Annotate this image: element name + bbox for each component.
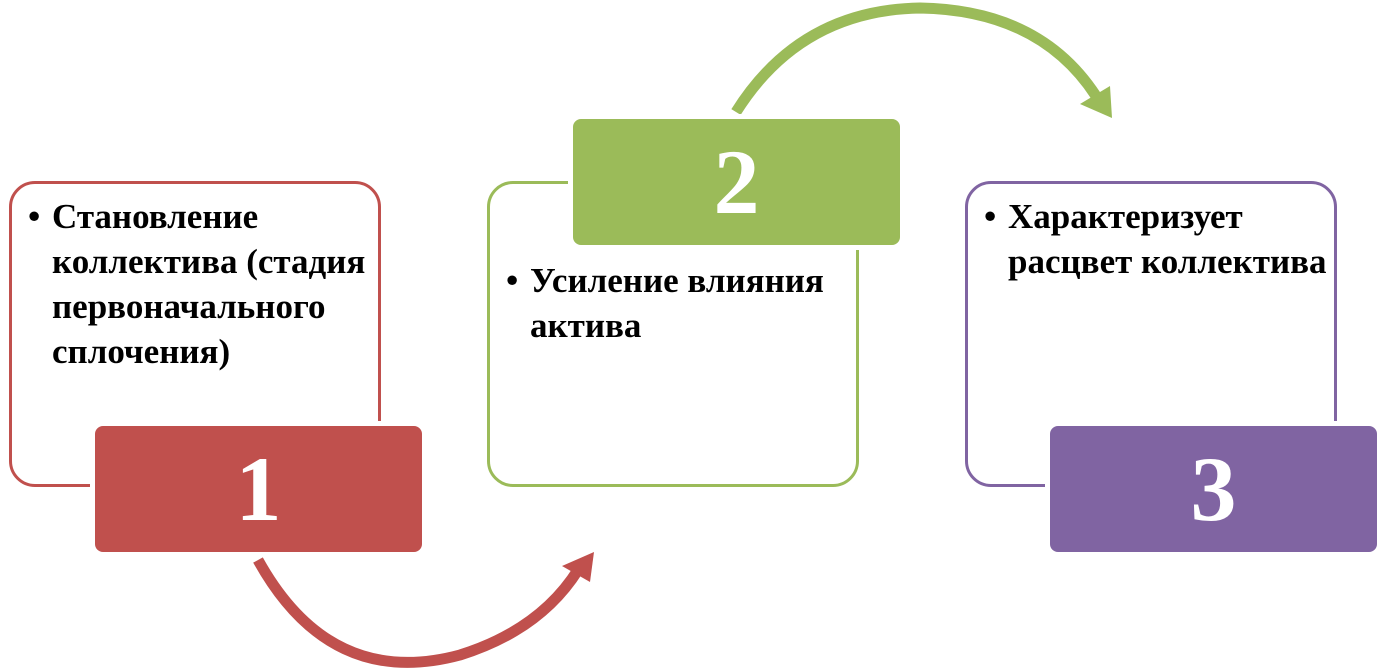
- arrow-1-to-2: [253, 552, 594, 668]
- stage-2-text: Усиление влияния актива: [506, 258, 851, 348]
- arrow-2-to-3: [731, 2, 1112, 118]
- stage-1-number: 1: [95, 426, 422, 552]
- stage-3-number: 3: [1050, 426, 1377, 552]
- stage-1-text: Становление коллектива (стадия первонача…: [28, 194, 373, 374]
- stage-3-text: Характеризует расцвет коллектива: [984, 194, 1329, 284]
- stage-2-number: 2: [573, 119, 900, 245]
